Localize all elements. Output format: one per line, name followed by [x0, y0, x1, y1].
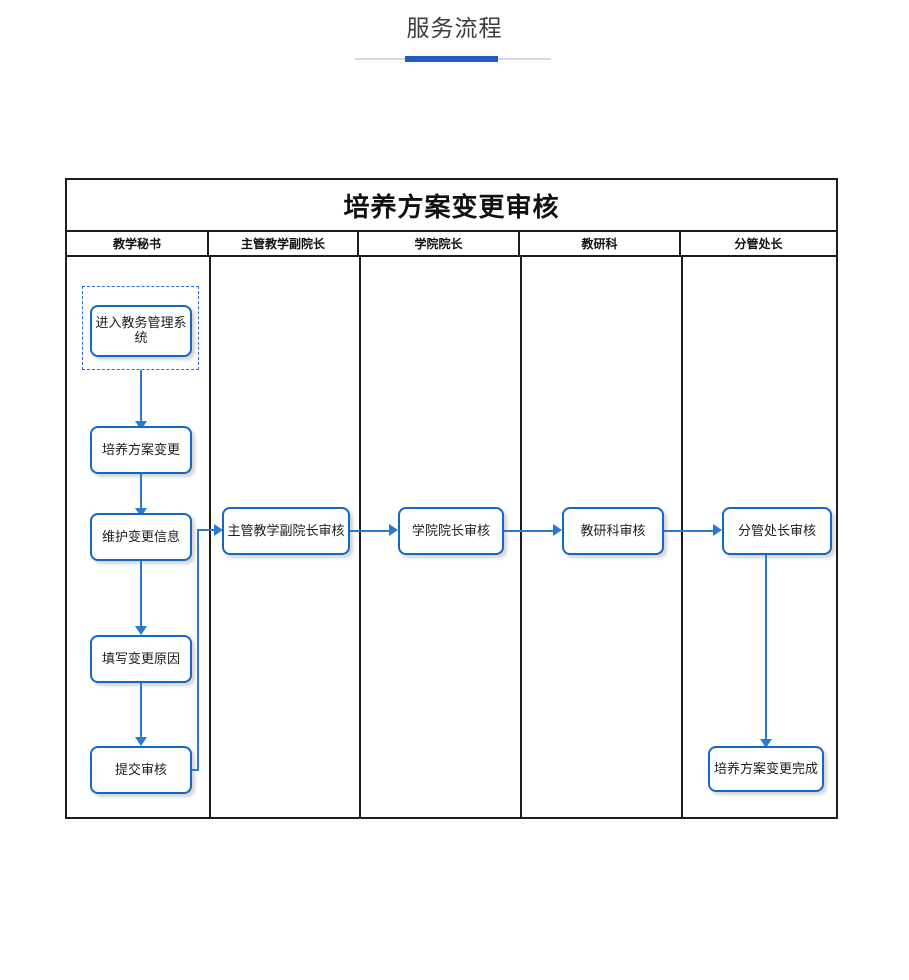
- column-header-教研科: 教研科: [520, 232, 681, 255]
- node-complete[interactable]: 培养方案变更完成: [708, 746, 824, 792]
- node-division-head-review[interactable]: 分管处长审核: [722, 507, 832, 555]
- connector-plan-to-maintain: [140, 474, 142, 511]
- node-label: 维护变更信息: [101, 528, 180, 544]
- node-fill-reason[interactable]: 填写变更原因: [90, 635, 192, 683]
- connector-division-to-complete: [765, 555, 767, 743]
- selection-outline: [82, 286, 199, 370]
- flowchart-title-row: 培养方案变更审核: [67, 180, 836, 232]
- connector-submit-up: [197, 530, 199, 771]
- arrow-reason-to-submit-icon: [135, 737, 147, 746]
- node-dean-review[interactable]: 学院院长审核: [398, 507, 504, 555]
- arrow-dean-to-research-icon: [553, 524, 562, 536]
- node-label: 学院院长审核: [411, 522, 490, 538]
- lane-separator-1: [209, 257, 211, 817]
- connector-vice-dean-to-dean: [350, 530, 392, 532]
- arrow-division-to-complete-icon: [760, 739, 772, 748]
- page-title: 服务流程: [0, 12, 909, 44]
- page-title-text: 服务流程: [406, 15, 503, 41]
- column-header-分管处长: 分管处长: [734, 237, 783, 251]
- node-label: 分管处长审核: [737, 522, 816, 538]
- node-plan-change[interactable]: 培养方案变更: [90, 426, 192, 474]
- connector-reason-to-submit: [140, 683, 142, 740]
- node-label: 培养方案变更: [101, 441, 180, 457]
- arrow-research-to-division-icon: [713, 524, 722, 536]
- column-header-主管教学副院长: 主管教学副院长: [209, 232, 359, 255]
- node-label: 提交审核: [114, 761, 167, 777]
- lane-separator-2: [359, 257, 361, 817]
- column-header-教学秘书: 教学秘书: [67, 232, 209, 255]
- arrow-plan-to-maintain-icon: [135, 508, 147, 517]
- column-header-学院院长: 学院院长: [359, 232, 520, 255]
- node-label: 主管教学副院长审核: [227, 522, 345, 538]
- lane-separator-4: [681, 257, 683, 817]
- node-maintain-info[interactable]: 维护变更信息: [90, 513, 192, 561]
- node-enter-system[interactable]: 进入教务管理系统: [90, 305, 192, 357]
- node-label: 培养方案变更完成: [713, 760, 818, 776]
- connector-research-to-division: [664, 530, 716, 532]
- node-label: 教研科审核: [580, 522, 646, 538]
- connector-submit-to-vice-dean: [197, 529, 217, 531]
- node-research-dept-review[interactable]: 教研科审核: [562, 507, 664, 555]
- connector-dean-to-research: [504, 530, 556, 532]
- connector-enter-to-plan: [140, 370, 142, 424]
- connector-maintain-to-reason: [140, 561, 142, 629]
- flowchart-header-row: 教学秘书 主管教学副院长 学院院长 教研科 分管处长: [67, 232, 836, 257]
- flowchart-title: 培养方案变更审核: [343, 191, 560, 222]
- arrow-submit-to-vice-dean-icon: [214, 524, 223, 536]
- node-label: 进入教务管理系统: [95, 315, 187, 345]
- node-label: 填写变更原因: [101, 650, 180, 666]
- node-vice-dean-review[interactable]: 主管教学副院长审核: [222, 507, 350, 555]
- connector-submit-right: [192, 769, 199, 771]
- node-submit-review[interactable]: 提交审核: [90, 746, 192, 794]
- arrow-maintain-to-reason-icon: [135, 626, 147, 635]
- arrow-vice-dean-to-dean-icon: [389, 524, 398, 536]
- arrow-enter-to-plan-icon: [135, 421, 147, 430]
- heading-divider-accent: [405, 56, 498, 62]
- flowchart-table: 培养方案变更审核 教学秘书 主管教学副院长 学院院长 教研科 分管处长 进入教务…: [65, 178, 838, 819]
- lane-separator-3: [520, 257, 522, 817]
